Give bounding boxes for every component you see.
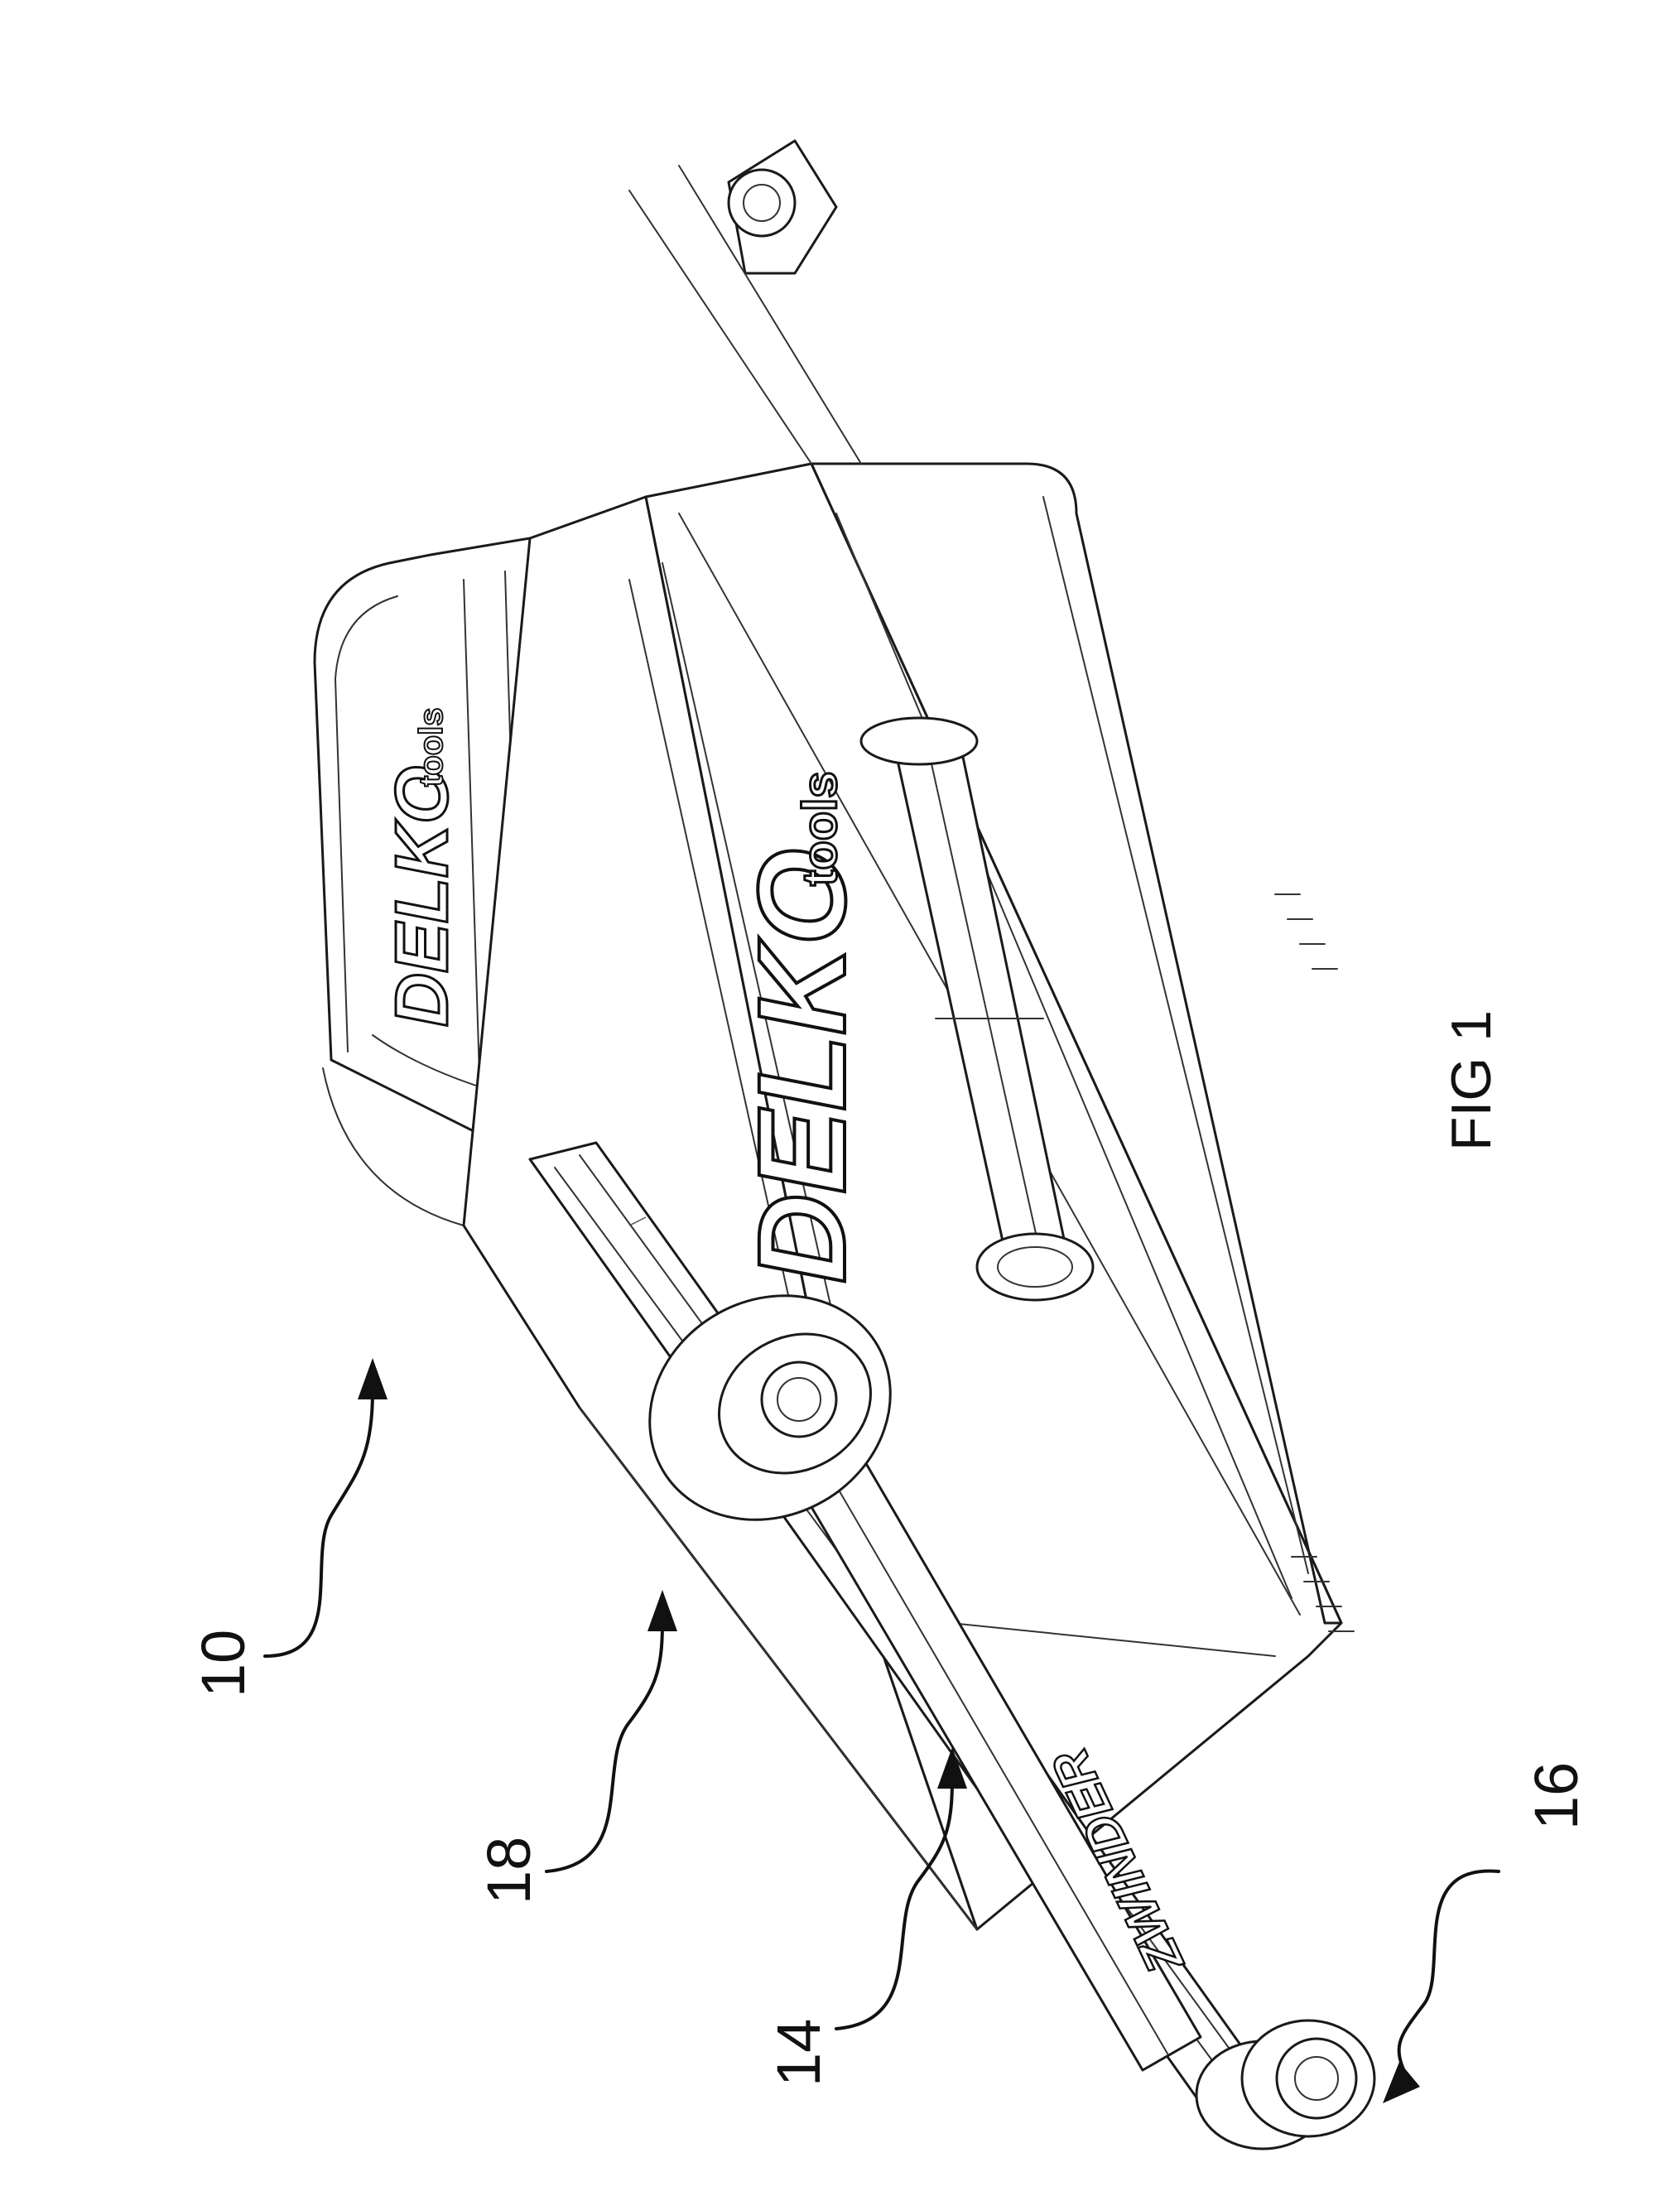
front-nose [629,141,861,464]
arrowhead-18-icon [647,1590,677,1631]
ref-numeral-10: 10 [189,1630,258,1698]
rear-logo: DELKO [381,766,464,1027]
ref-numeral-16: 16 [1522,1762,1591,1830]
ref-numeral-18: 18 [474,1837,543,1905]
leader-10 [265,1391,373,1656]
main-logo-sub: tools [793,771,847,886]
rear-logo-sub: tools [413,707,450,787]
leader-16 [1399,1871,1499,2078]
figure-label-group: FIG 1 [1440,1010,1503,1151]
arrowhead-16-icon [1383,2062,1420,2103]
main-logo: DELKO [732,849,871,1284]
device-10: DELKO tools DELKO tools ZWINDER [315,141,1374,2149]
figure-label: FIG 1 [1440,1010,1503,1151]
arrowhead-10-icon [358,1358,388,1399]
leader-18 [546,1623,662,1871]
ref-numeral-14: 14 [764,2019,833,2087]
